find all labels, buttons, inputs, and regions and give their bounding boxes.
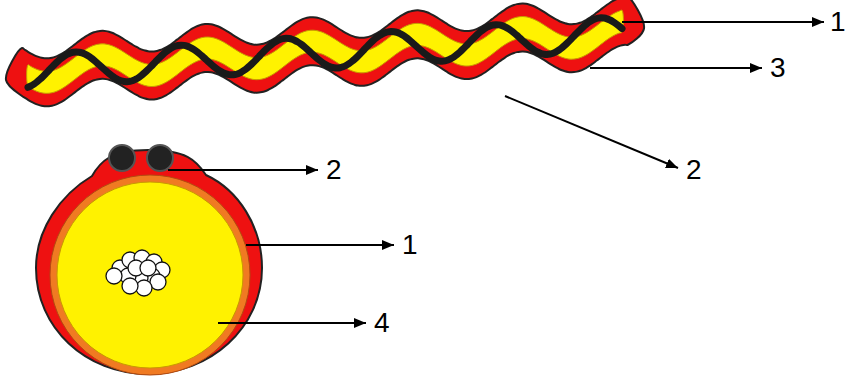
callout-number: 4 (374, 309, 390, 337)
callout-number: 1 (830, 8, 846, 36)
nucleoid-loop (122, 278, 138, 294)
leader-line (590, 67, 762, 69)
leader-line (246, 244, 394, 246)
outer-sheath (36, 150, 262, 374)
nucleoid (106, 250, 170, 296)
cross-section (36, 145, 262, 375)
leader-line (622, 21, 824, 23)
protoplasmic-cylinder (57, 182, 243, 368)
protoplasmic-cylinder (27, 10, 624, 93)
nucleoid-loop (140, 260, 156, 276)
leader-line (218, 322, 366, 324)
leader-line (505, 96, 678, 168)
axial-filament (147, 145, 173, 171)
outer-sheath (6, 0, 644, 106)
axial-filament (109, 145, 135, 171)
callout-number: 1 (402, 231, 418, 259)
leader-line (168, 169, 318, 171)
nucleoid-loop (106, 268, 122, 284)
callout-number: 3 (770, 54, 786, 82)
callout-number: 2 (326, 156, 342, 184)
axial-filament (28, 18, 622, 87)
cell-wall-ring (50, 175, 250, 375)
callout-number: 2 (686, 156, 702, 184)
leader-lines (168, 22, 824, 323)
longitudinal-view (6, 0, 644, 106)
